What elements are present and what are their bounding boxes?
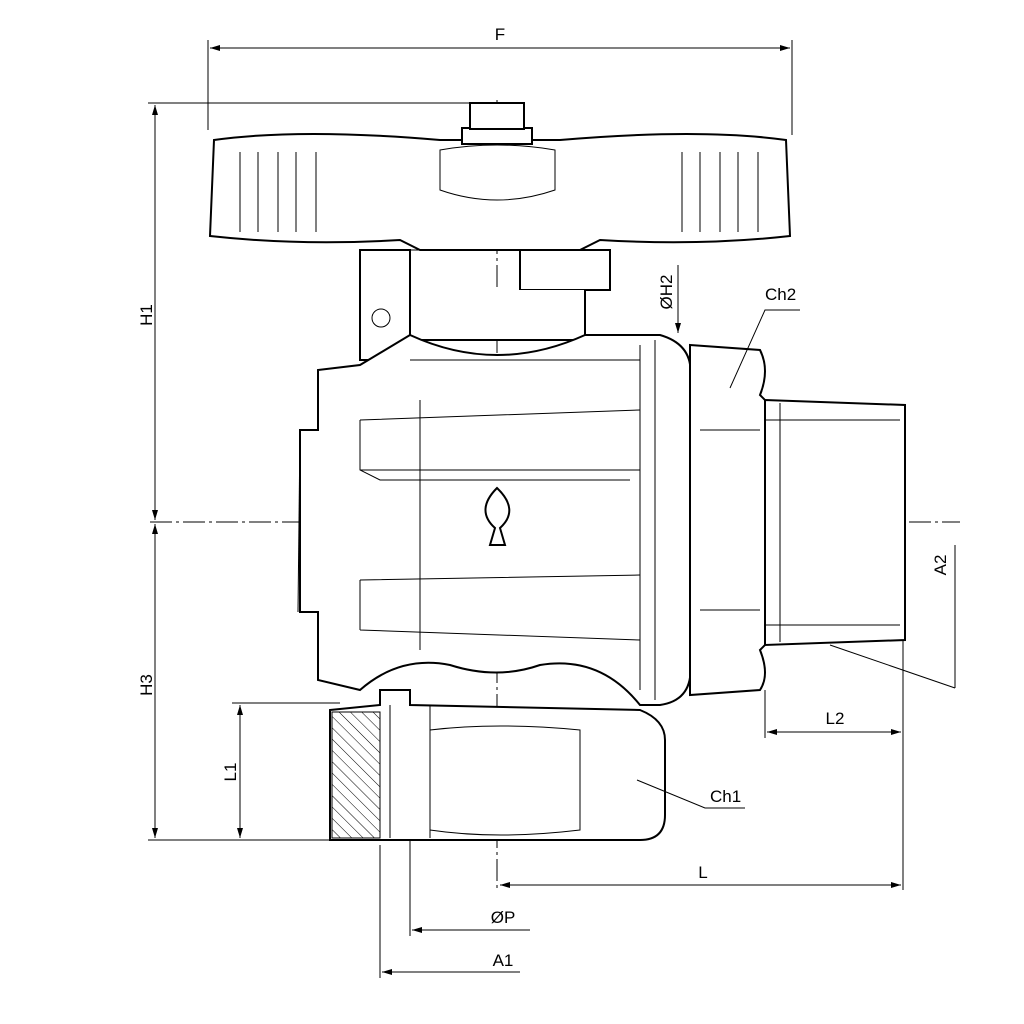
brand-mark	[484, 486, 511, 546]
hex-nut-ch2	[689, 343, 766, 697]
dimension-lines	[152, 45, 956, 975]
dimension-a2-label: A2	[931, 555, 950, 576]
dimension-l2-label: L2	[826, 709, 845, 728]
dimension-p-label: ØP	[491, 908, 516, 927]
dimension-a1-label: A1	[493, 951, 514, 970]
dimension-h2-label: ØH2	[657, 275, 676, 310]
dimension-l1-label: L1	[221, 763, 240, 782]
hex-nut-ch1	[329, 689, 666, 841]
male-thread	[764, 398, 906, 647]
valve-body	[297, 333, 692, 706]
butterfly-handle	[208, 102, 792, 251]
extension-lines	[148, 40, 904, 978]
dimension-h1-label: H1	[137, 304, 156, 326]
dimension-h3-label: H3	[137, 674, 156, 696]
dimension-f-label: F	[495, 25, 505, 44]
callout-ch2-label: Ch2	[765, 285, 796, 304]
callout-ch1-label: Ch1	[710, 787, 741, 806]
dimension-l-label: L	[698, 863, 707, 882]
